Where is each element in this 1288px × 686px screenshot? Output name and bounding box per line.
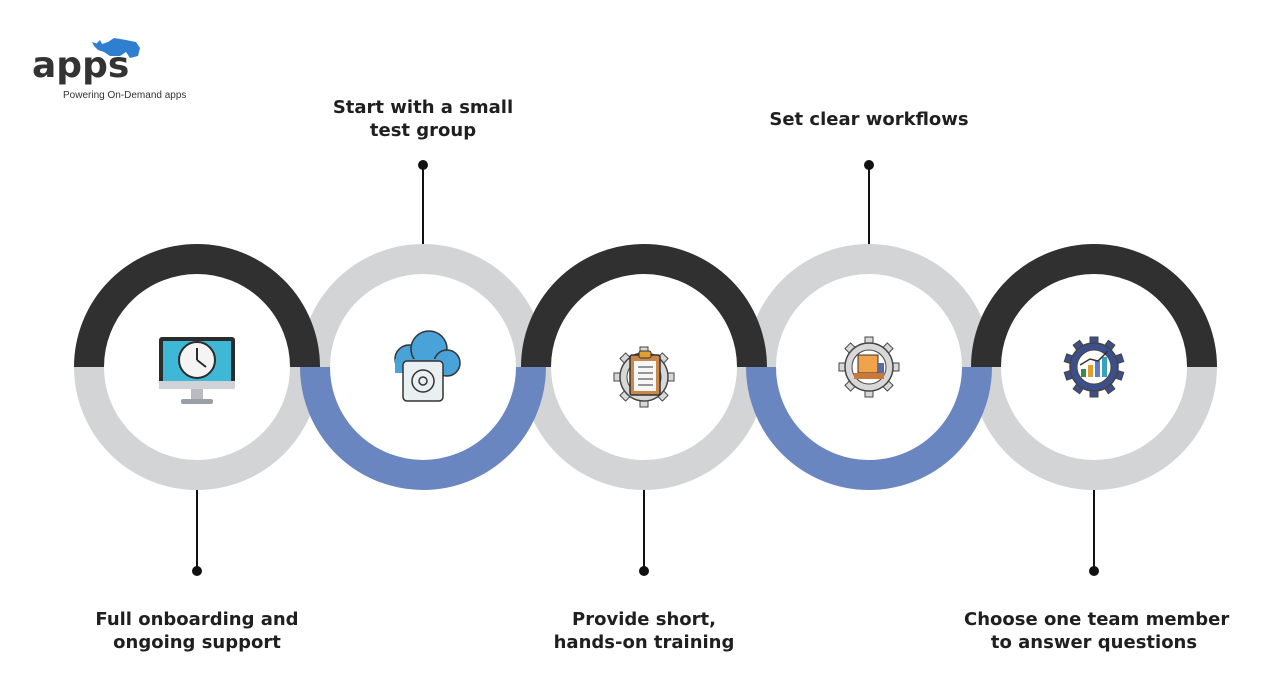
- connector-step-5: [1089, 490, 1099, 576]
- connector-lines: [192, 160, 1099, 576]
- computer-clock-icon: [159, 337, 235, 404]
- ring-5-top-arc: [971, 244, 1217, 368]
- ring-chain: [74, 244, 1217, 490]
- connector-step-1: [192, 490, 202, 576]
- cloud-safe-icon: [394, 330, 461, 402]
- connector-step-4: [864, 160, 874, 244]
- step-label-1-line-2: ongoing support: [113, 632, 281, 653]
- gear-chart-icon: [1063, 336, 1125, 398]
- ring-2-top-arc: [300, 244, 546, 368]
- ring-4-bottom-arc: [746, 366, 992, 490]
- ring-1-top-arc: [74, 244, 320, 368]
- gear-clipboard-icon: [613, 346, 675, 408]
- connector-step-3: [639, 490, 649, 576]
- rhino-logo-icon: [92, 38, 140, 58]
- step-label-5-line-2: to answer questions: [990, 632, 1198, 653]
- step-label-3-line-1: Provide short,: [572, 609, 716, 630]
- brand-tagline: Powering On-Demand apps: [63, 90, 187, 101]
- step-label-1-line-1: Full onboarding and: [95, 609, 299, 630]
- brand-name: apps: [32, 45, 130, 86]
- brand-logo: apps Powering On-Demand apps: [30, 36, 200, 106]
- ring-3-top-arc: [521, 244, 767, 368]
- ring-4-top-arc: [746, 244, 992, 368]
- step-label-3: Provide short,hands-on training: [514, 608, 774, 654]
- connector-step-2: [418, 160, 428, 244]
- step-label-2-line-2: test group: [369, 120, 477, 141]
- ring-3-bottom-arc: [521, 366, 767, 490]
- step-label-2-line-1: Start with a small: [332, 97, 514, 118]
- step-label-3-line-2: hands-on training: [553, 632, 735, 653]
- gear-box-icon: [838, 336, 900, 398]
- step-icons: [159, 330, 1125, 408]
- ring-1-bottom-arc: [74, 366, 320, 490]
- step-label-5-line-1: Choose one team member: [964, 609, 1230, 630]
- step-label-4: Set clear workflows: [739, 108, 999, 131]
- step-label-4-line-1: Set clear workflows: [769, 109, 969, 130]
- ring-2-bottom-arc: [300, 366, 546, 490]
- ring-5-bottom-arc: [971, 366, 1217, 490]
